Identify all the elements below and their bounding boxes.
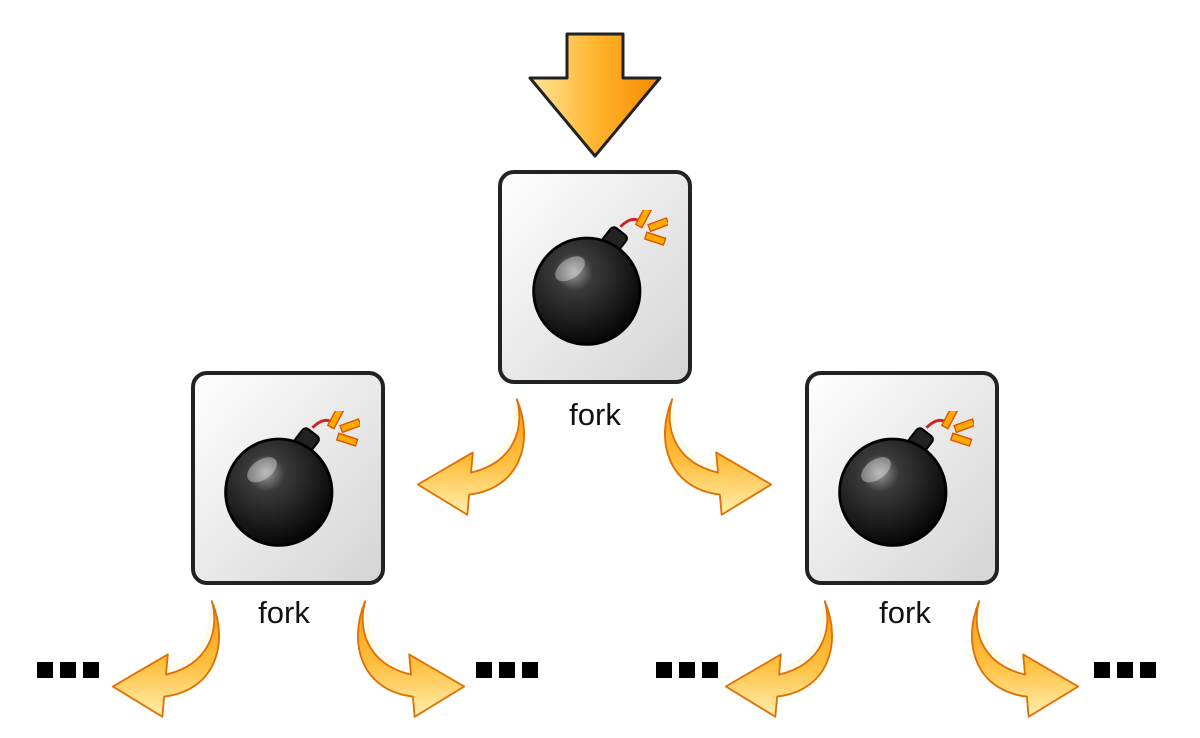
- down-arrow-icon: [528, 32, 662, 158]
- curved-arrow-icon: [356, 599, 466, 719]
- curved-arrow-icon: [416, 397, 526, 517]
- right-fork-node: fork: [805, 371, 999, 630]
- curved-arrow-icon: [663, 397, 773, 517]
- root-fork-node: fork: [498, 170, 692, 432]
- curved-arrow-icon: [970, 599, 1080, 719]
- curved-arrow-icon: [724, 599, 834, 719]
- node-label: fork: [258, 595, 310, 630]
- left-fork-node: fork: [191, 371, 385, 630]
- ellipsis-icon: [37, 662, 99, 678]
- ellipsis-icon: [1094, 662, 1156, 678]
- curved-arrow-icon: [111, 599, 221, 719]
- node-label: fork: [569, 397, 621, 432]
- ellipsis-icon: [476, 662, 538, 678]
- ellipsis-icon: [656, 662, 718, 678]
- node-label: fork: [879, 595, 931, 630]
